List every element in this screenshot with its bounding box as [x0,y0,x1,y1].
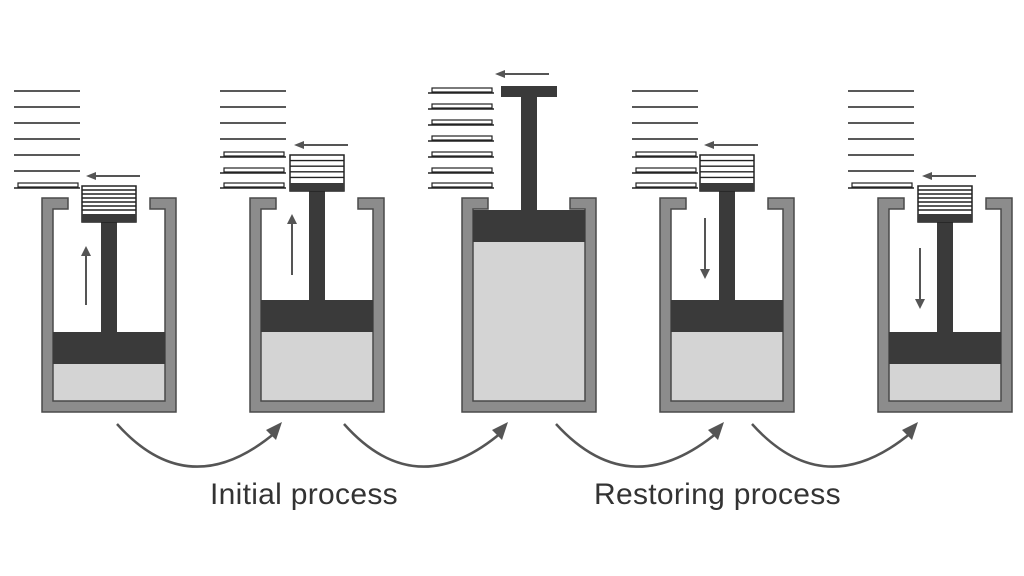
weight-shelves [848,90,914,189]
shelf-weight [635,151,697,157]
stage-3 [428,70,597,413]
gas-region [473,242,585,401]
transition-arrows [116,422,918,468]
transfer-arrow-head [294,141,304,149]
piston-rod [719,191,735,300]
piston-head [889,332,1001,364]
shelf-weight [223,151,285,157]
weight-shelves [428,87,494,189]
transition-arrow-head-2 [492,422,508,440]
piston-top-plate [501,86,557,97]
shelf-weight [431,103,493,109]
gas-region [261,332,373,401]
stage-5 [848,90,1013,413]
transfer-arrow-head [86,172,96,180]
weight-shelves [632,90,698,189]
stage-4 [632,90,795,413]
cylinder-wall [461,197,597,413]
motion-arrow-head-down [915,299,925,309]
transfer-arrow-head [922,172,932,180]
piston-rod [101,222,117,332]
motion-arrow-head-up [287,214,297,224]
shelf-weight [635,167,697,173]
piston-head [53,332,165,364]
gas-region [889,364,1001,401]
motion-arrow-head-up [81,246,91,256]
restoring-process-caption: Restoring process [594,478,841,511]
cylinder-wall [877,197,1013,413]
piston-head [261,300,373,332]
shelf-weight [431,135,493,141]
piston-rod [521,96,537,210]
transition-arrow-4 [751,423,913,468]
stage-1 [14,90,177,413]
cylinder-wall [659,197,795,413]
shelf-weight [431,87,493,93]
piston-head [671,300,783,332]
shelf-weight [431,119,493,125]
shelf-weight [17,182,79,188]
weight-shelves [220,90,286,189]
transfer-arrow-head [495,70,505,78]
transition-arrow-head-3 [708,422,724,440]
piston-rod [937,222,953,332]
gas-region [671,332,783,401]
shelf-weight [635,182,697,188]
transition-arrow-1 [116,423,277,468]
piston-head [473,210,585,242]
stages [14,70,1013,413]
initial-process-caption: Initial process [210,478,398,511]
weight-base [700,183,754,191]
piston-rod [309,191,325,300]
cylinder-wall [249,197,385,413]
cylinder-wall [41,197,177,413]
motion-arrow-head-down [700,269,710,279]
transition-arrow-2 [343,423,503,468]
weight-base [82,214,136,222]
transition-arrow-head-1 [266,422,282,440]
shelf-weight [431,167,493,173]
transition-arrow-3 [555,423,719,468]
shelf-weight [223,167,285,173]
shelf-weight [223,182,285,188]
stage-2 [220,90,385,413]
shelf-weight [431,182,493,188]
weight-base [290,183,344,191]
transition-arrow-head-4 [902,422,918,440]
weight-base [918,214,972,222]
weight-shelves [14,90,80,189]
gas-region [53,364,165,401]
shelf-weight [851,182,913,188]
transfer-arrow-head [704,141,714,149]
shelf-weight [431,151,493,157]
